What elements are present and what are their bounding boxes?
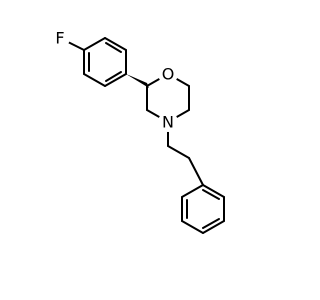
phenyl-ring	[181, 184, 225, 234]
ring-bond	[104, 73, 127, 87]
ring-bond	[83, 37, 106, 51]
nitrogen-label-background	[158, 112, 178, 132]
ring-bond	[104, 37, 127, 51]
ring-double-bond	[105, 42, 122, 53]
chain-bond	[167, 145, 190, 159]
fluorine-atom-label: F	[55, 29, 64, 48]
fluorine-label-background	[50, 28, 70, 48]
molecule-diagram: F O N	[50, 28, 225, 234]
nitrogen-atom-label: N	[162, 113, 174, 132]
fluorine-bond	[67, 41, 85, 51]
oxygen-label-background	[158, 64, 178, 84]
structure-canvas: F O N	[50, 28, 225, 234]
ring-double-bond	[105, 71, 122, 82]
fluorophenyl-ring	[83, 37, 127, 87]
chain-bond	[188, 157, 204, 186]
ring-double-bond	[202, 189, 220, 200]
oxygen-atom-label: O	[162, 65, 175, 84]
ring-bond	[202, 220, 225, 234]
ring-bond	[181, 184, 204, 198]
stereo-wedge	[126, 74, 149, 88]
ring-bond	[181, 220, 204, 234]
ring-double-bond	[202, 218, 220, 229]
ring-bond	[83, 73, 106, 87]
ring-bond	[202, 184, 225, 198]
